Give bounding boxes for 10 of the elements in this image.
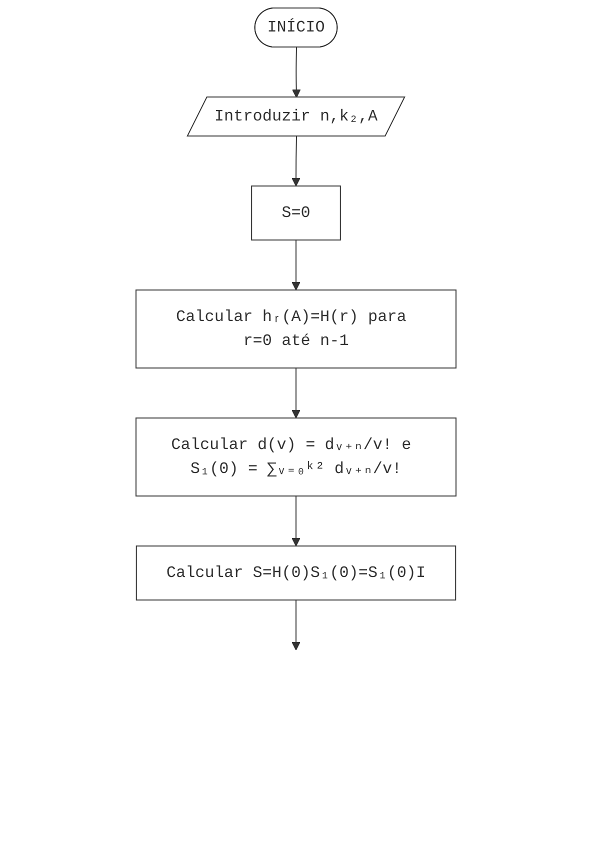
- arrow: [291, 240, 300, 290]
- arrow: [291, 368, 300, 418]
- node-box: Calcular hᵣ(A)=H(r) para r=0 até n-1: [135, 290, 456, 368]
- arrow: [291, 47, 300, 98]
- node-box: Calcular d(v) = dᵥ₊ₙ/v! e S₁(0) = ∑ᵥ₌₀ᵏ² dᵥ₊ₙ/v!: [135, 418, 456, 496]
- arrow: [291, 496, 300, 546]
- arrow: [291, 136, 300, 186]
- arrow: [291, 600, 300, 650]
- node-box: S=0: [250, 186, 340, 240]
- node-box: Calcular S=H(0)S₁(0)=S₁(0)I: [135, 546, 456, 600]
